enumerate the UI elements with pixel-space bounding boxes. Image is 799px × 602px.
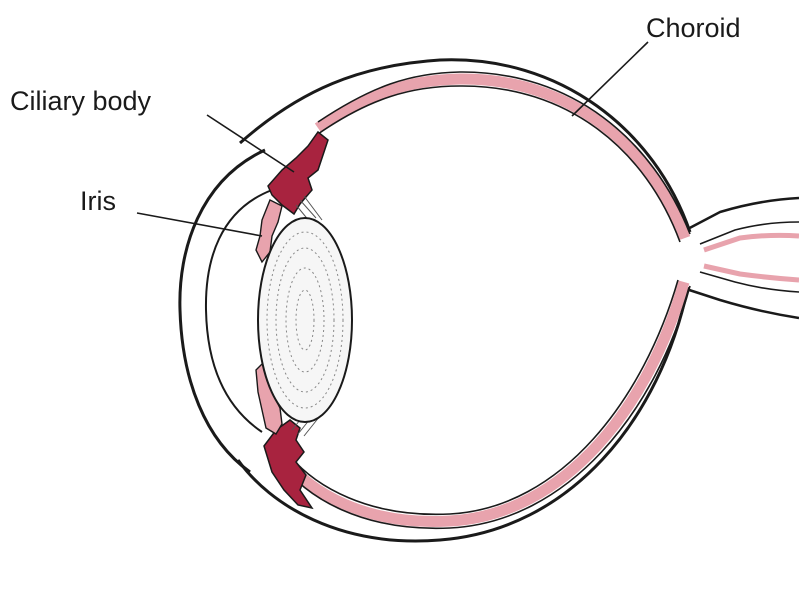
optic-nerve xyxy=(680,198,799,318)
ciliary-body-upper xyxy=(268,132,328,214)
lens xyxy=(258,218,352,422)
label-ciliary-body: Ciliary body xyxy=(10,86,152,116)
label-iris: Iris xyxy=(80,186,116,216)
leader-line-ciliary-body xyxy=(207,115,294,172)
label-choroid: Choroid xyxy=(646,13,741,43)
leader-line-choroid xyxy=(572,42,648,116)
